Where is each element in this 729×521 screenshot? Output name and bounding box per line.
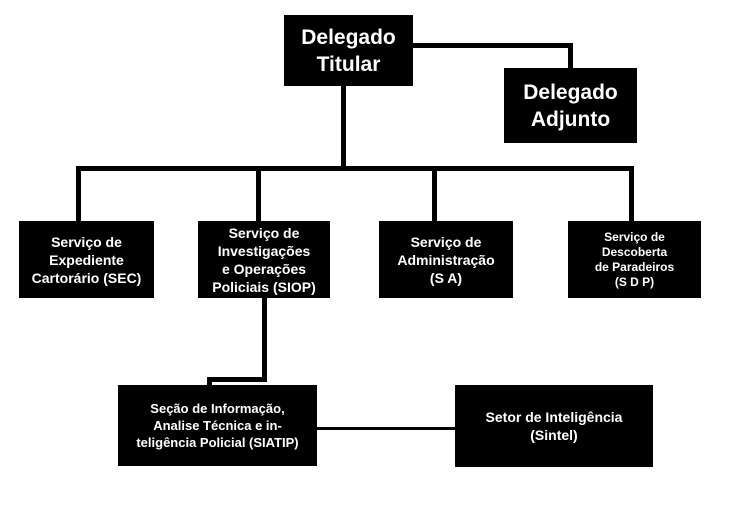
node-label-line: Descoberta	[601, 244, 668, 259]
node-label-line: Delegado	[301, 25, 396, 49]
node-label-line: Seção de Informação,	[150, 401, 285, 416]
node-delegado-titular: Delegado Titular	[284, 15, 413, 86]
connector-titular-adjunto-top	[412, 43, 573, 48]
node-label-line: Cartorário (SEC)	[31, 269, 142, 286]
node-sa: Serviço de Administração (S A)	[379, 221, 513, 298]
node-label-line: (S D P)	[614, 274, 655, 289]
node-delegado-adjunto: Delegado Adjunto	[504, 68, 637, 143]
connector-sdp-drop	[629, 166, 634, 222]
connector-sa-drop	[432, 166, 437, 222]
node-label-line: e Operações	[221, 260, 307, 277]
connector-titular-adjunto-drop	[568, 43, 573, 70]
node-sdp: Serviço de Descoberta de Paradeiros (S D…	[568, 221, 701, 298]
connector-siop-down	[262, 297, 267, 382]
connector-services-bus	[76, 166, 634, 171]
node-siatip: Seção de Informação, Analise Técnica e i…	[118, 385, 317, 466]
node-label-line: Serviço de	[228, 224, 300, 241]
node-label-line: de Paradeiros	[594, 259, 675, 274]
node-label-line: (Sintel)	[530, 427, 578, 443]
node-label-line: Serviço de	[410, 233, 482, 250]
node-label-line: Serviço de	[51, 233, 122, 250]
node-label-line: teligência Policial (SIATIP)	[136, 435, 299, 450]
connector-titular-trunk	[341, 85, 346, 169]
node-label-line: Policiais (SIOP)	[212, 278, 316, 295]
node-label-line: Delegado	[523, 80, 618, 104]
node-label-line: Expediente	[49, 251, 124, 268]
node-label-line: Administração	[397, 251, 495, 268]
node-label-line: Serviço de	[604, 229, 665, 244]
connector-sec-drop	[76, 166, 81, 222]
connector-siop-drop	[256, 166, 261, 222]
node-label-line: Adjunto	[530, 107, 611, 131]
connector-siop-elbow	[207, 377, 267, 382]
connector-siatip-sintel	[316, 427, 458, 430]
node-sec: Serviço de Expediente Cartorário (SEC)	[19, 221, 154, 298]
node-label-line: Setor de Inteligência	[485, 409, 623, 425]
node-label-line: Investigações	[217, 242, 311, 259]
node-label-line: Analise Técnica e in-	[153, 418, 282, 433]
connector-siatip-drop	[207, 377, 212, 386]
node-label-line: Titular	[316, 52, 381, 76]
node-sintel: Setor de Inteligência (Sintel)	[455, 385, 653, 467]
node-siop: Serviço de Investigações e Operações Pol…	[198, 221, 330, 298]
node-label-line: (S A)	[429, 269, 463, 286]
